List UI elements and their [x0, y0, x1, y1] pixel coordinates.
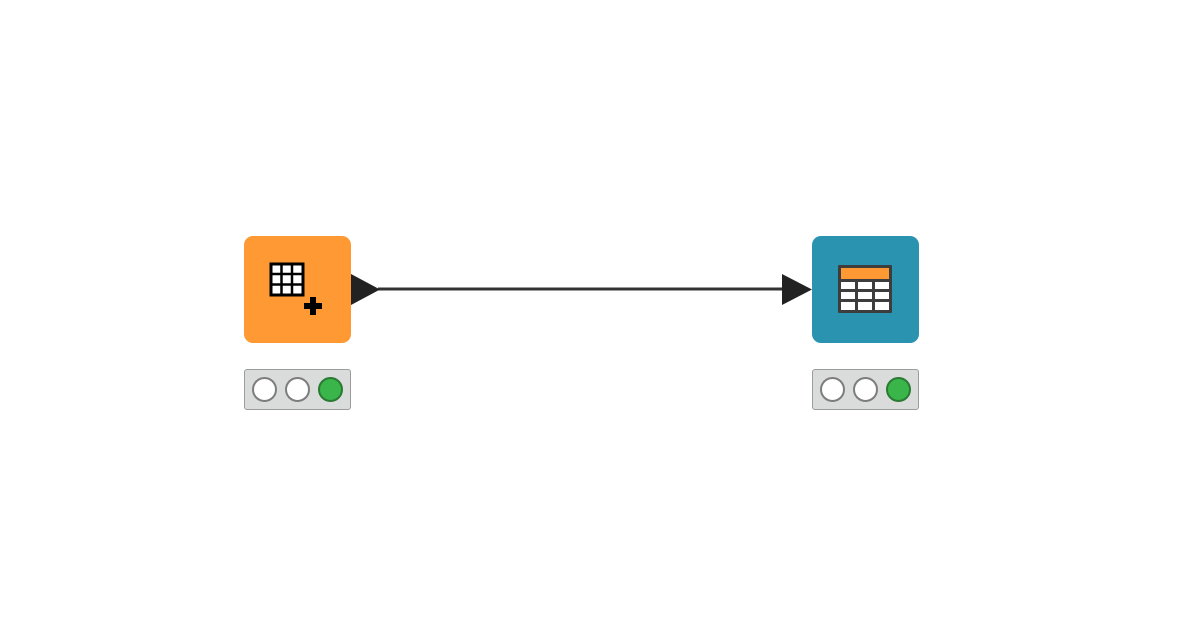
status-light-not-configured — [252, 377, 277, 402]
status-light-not-configured — [820, 377, 845, 402]
status-light-executed — [886, 377, 911, 402]
status-light-configured — [853, 377, 878, 402]
source-status-bar — [244, 369, 351, 410]
table-creator-node[interactable] — [244, 236, 351, 343]
table-view-node[interactable] — [812, 236, 919, 343]
status-light-executed — [318, 377, 343, 402]
input-port-icon[interactable] — [782, 274, 812, 305]
table-creator-icon — [269, 262, 322, 315]
output-port-icon[interactable] — [351, 274, 381, 305]
table-view-icon — [838, 265, 892, 313]
status-light-configured — [285, 377, 310, 402]
target-status-bar — [812, 369, 919, 410]
